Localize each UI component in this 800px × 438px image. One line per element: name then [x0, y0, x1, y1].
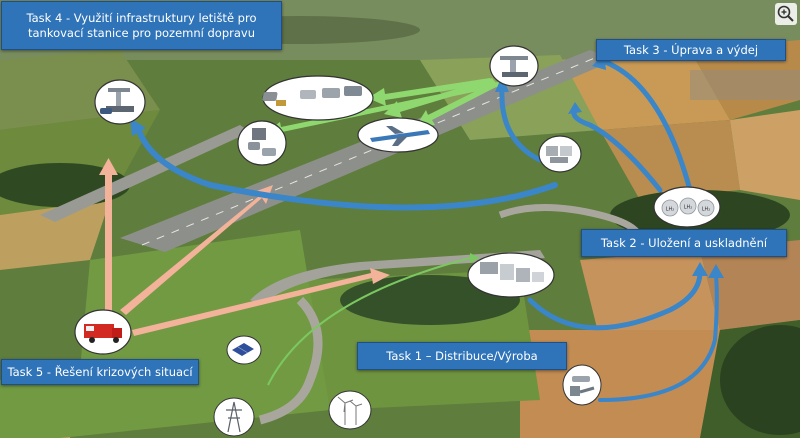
- distribution-green-arrows: [266, 78, 502, 138]
- processing-station-icon: [489, 45, 539, 87]
- task-3-label: Task 3 - Úprava a výdej: [623, 42, 759, 57]
- task-3-box: Task 3 - Úprava a výdej: [596, 39, 786, 61]
- zoom-in-icon: [777, 5, 794, 22]
- task-4-box: Task 4 - Využití infrastruktury letiště …: [1, 1, 282, 50]
- zoom-in-button[interactable]: [775, 3, 797, 25]
- task-2-label: Task 2 - Uložení a uskladnění: [600, 235, 768, 250]
- solar-panel-icon: [226, 335, 262, 365]
- task-4-label: Task 4 - Využití infrastruktury letiště …: [26, 10, 257, 40]
- containers-icon: [538, 135, 582, 173]
- task-5-label: Task 5 - Řešení krizových situací: [7, 364, 193, 379]
- task-1-label: Task 1 – Distribuce/Výroba: [386, 348, 538, 363]
- task-5-box: Task 5 - Řešení krizových situací: [1, 359, 199, 385]
- tank-label: LH₂: [666, 207, 675, 213]
- flow-blue-arrows: [135, 57, 719, 402]
- electrolyzer-icon: [467, 252, 555, 298]
- storage-tanks-icon: LH₂ LH₂ LH₂: [653, 186, 721, 228]
- pipeline-icon: [562, 364, 602, 406]
- fire-truck-icon: [74, 309, 132, 355]
- crisis-arrows: [99, 158, 390, 336]
- fuel-station-icon: [94, 79, 146, 125]
- cars-icon: [237, 120, 287, 166]
- tank-label: LH₂: [702, 207, 711, 213]
- power-pylon-icon: [213, 397, 255, 437]
- ground-vehicles-icon: [262, 75, 374, 121]
- task-1-box: Task 1 – Distribuce/Výroba: [357, 342, 567, 370]
- tank-label: LH₂: [684, 205, 693, 211]
- task-2-box: Task 2 - Uložení a uskladnění: [581, 229, 787, 257]
- airplane-icon: [357, 117, 439, 153]
- wind-turbine-icon: [328, 390, 372, 430]
